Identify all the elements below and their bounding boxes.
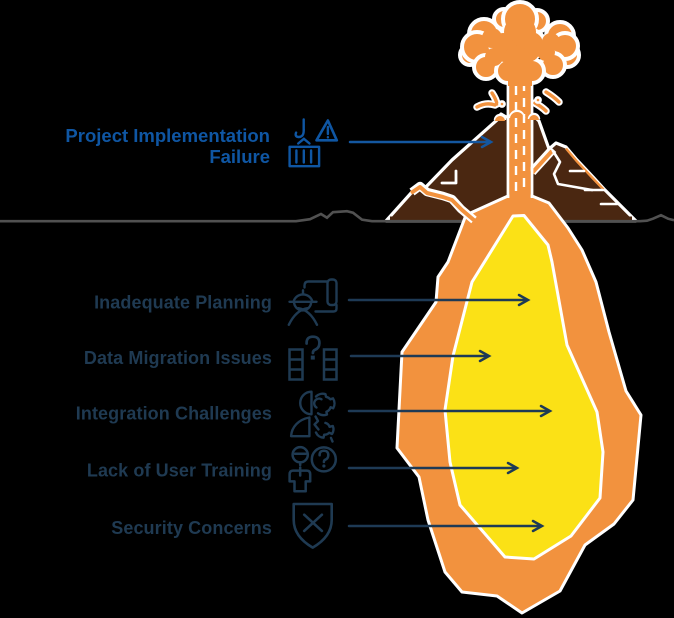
svg-text:Failure: Failure (209, 146, 270, 167)
svg-text:Inadequate Planning: Inadequate Planning (94, 293, 272, 313)
svg-text:Project Implementation: Project Implementation (65, 125, 270, 146)
svg-text:Lack of User Training: Lack of User Training (87, 461, 272, 481)
svg-text:Integration Challenges: Integration Challenges (76, 404, 272, 424)
svg-text:Security Concerns: Security Concerns (111, 518, 272, 538)
svg-text:Data Migration Issues: Data Migration Issues (84, 348, 272, 368)
